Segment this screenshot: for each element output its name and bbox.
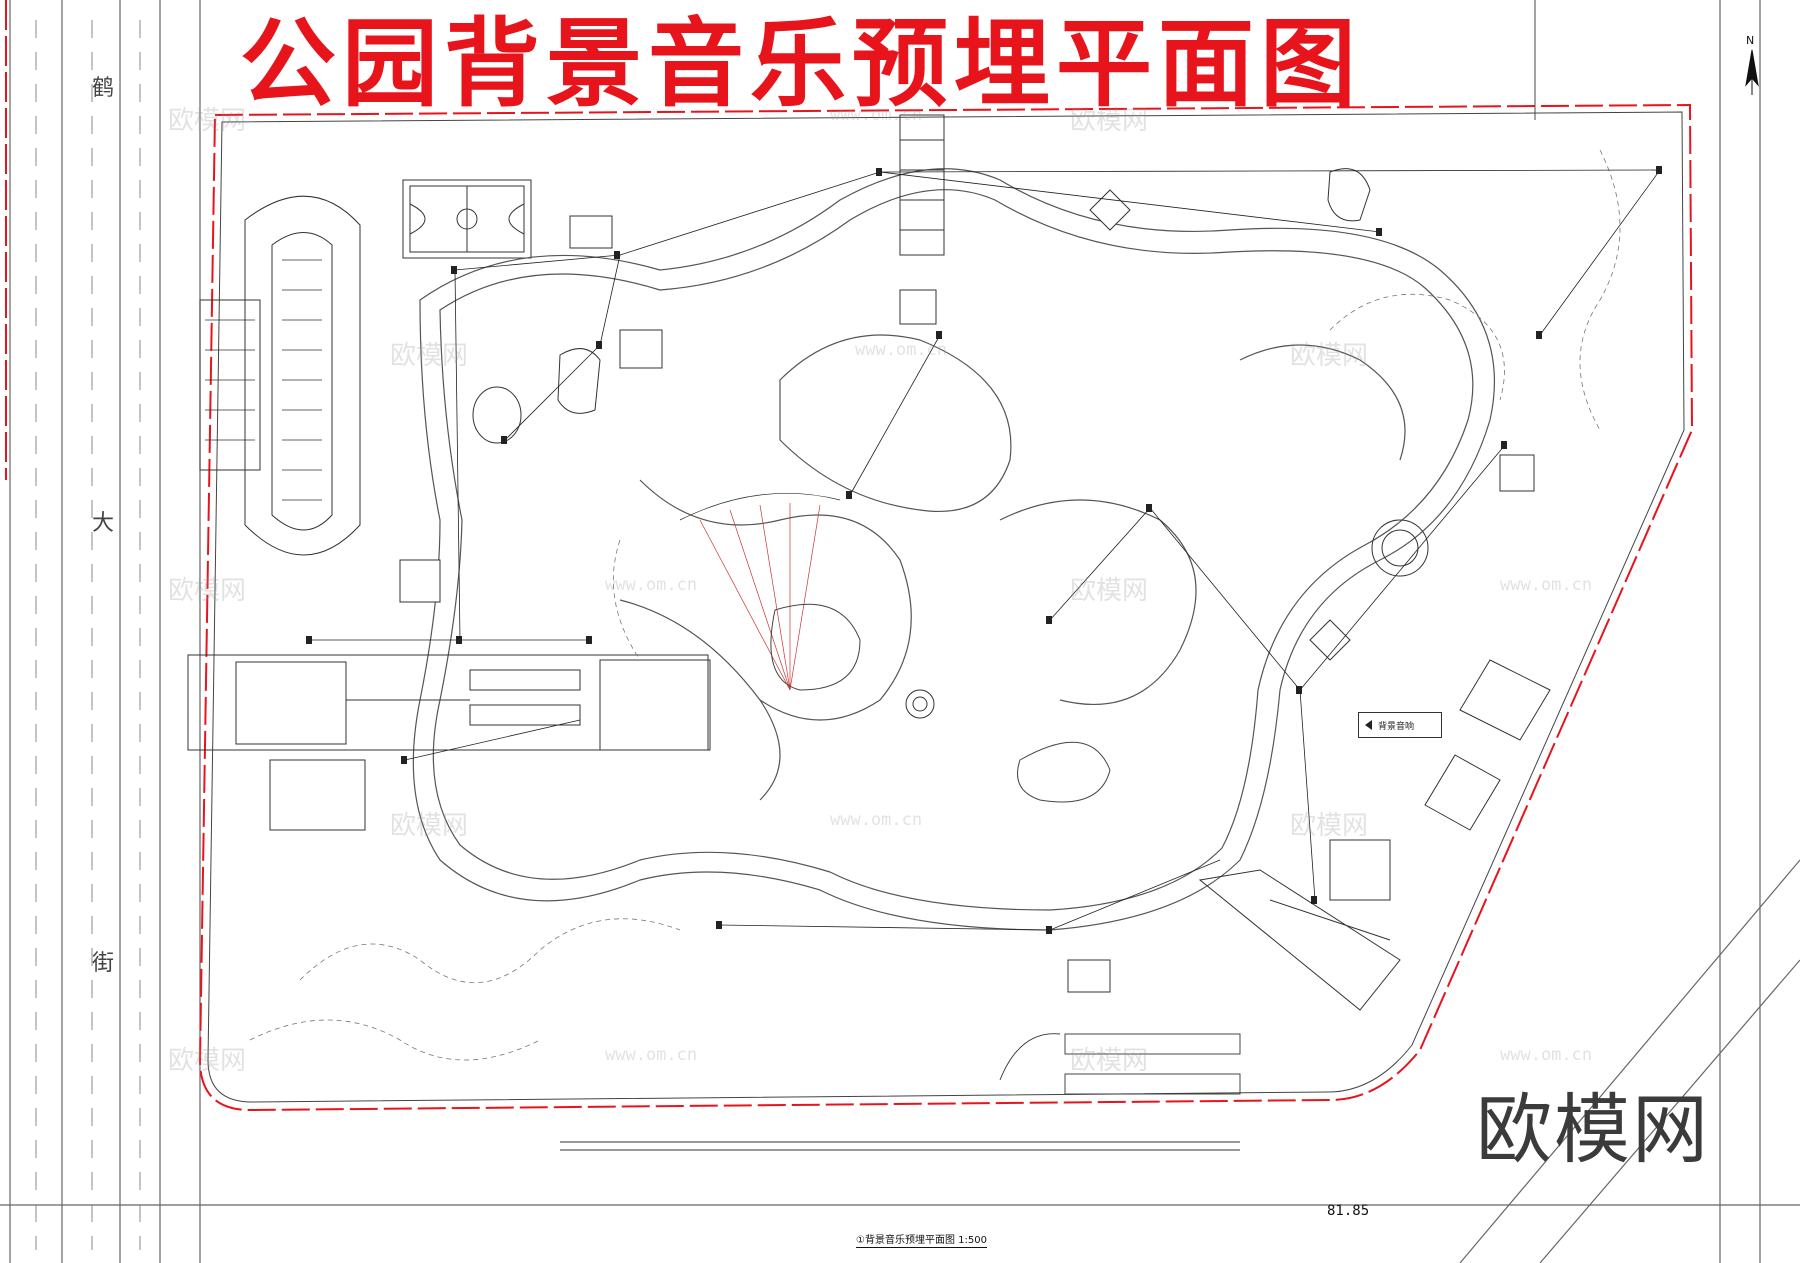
park-paths — [412, 168, 1496, 931]
park-edge — [207, 111, 1685, 1103]
street-name-char: 鹤 — [92, 76, 115, 101]
topo-dashes — [249, 149, 1621, 1061]
parking-stalls — [205, 259, 322, 501]
drawing-title: 公园背景音乐预埋平面图 — [240, 8, 1362, 120]
parking-loop — [199, 195, 361, 556]
entrance-plaza — [187, 654, 711, 751]
speaker-markers — [306, 166, 1662, 934]
speaker-icon — [1365, 720, 1372, 730]
speaker-wiring — [310, 169, 1661, 931]
southeast-entrance — [1198, 659, 1551, 1011]
drawing-caption: ①背景音乐预埋平面图 1:500 — [856, 1231, 987, 1248]
street-name-char: 大 — [92, 511, 115, 536]
basketball-court — [402, 179, 532, 259]
brand-logo-text: 欧模网 — [1476, 1085, 1710, 1174]
north-label: N — [1746, 34, 1755, 47]
elevation-label: 81.85 — [1327, 1203, 1370, 1219]
north-arrow-icon — [1745, 49, 1759, 95]
street-name-char: 街 — [92, 951, 115, 976]
small-buildings — [269, 168, 1535, 993]
speaker-legend: 背景音响 — [1358, 712, 1442, 738]
road-dashes — [35, 20, 141, 1250]
roundabout — [905, 519, 1429, 719]
park-boundary — [198, 103, 1694, 1112]
bottom-parking — [560, 1033, 1241, 1151]
top-bridge — [899, 114, 945, 325]
legend-text: 背景音响 — [1378, 721, 1415, 732]
lawn-areas — [770, 603, 1111, 803]
amphitheatre-rays — [679, 493, 841, 691]
